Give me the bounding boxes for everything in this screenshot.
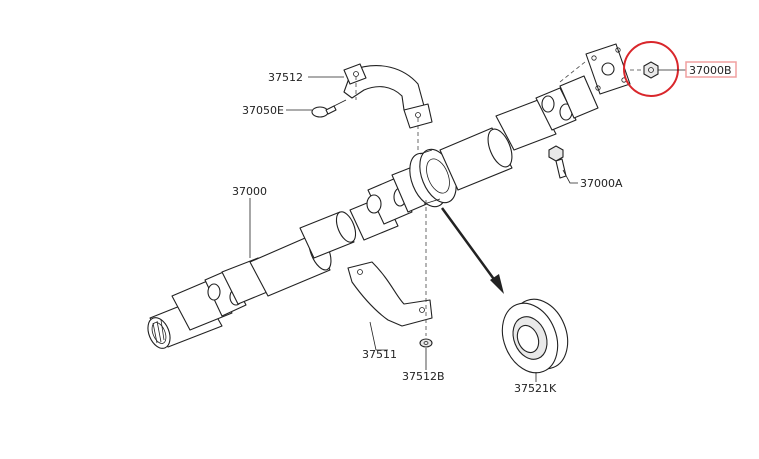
alignment-line-flange bbox=[559, 61, 586, 83]
highlight-circle bbox=[623, 41, 679, 97]
nut-37000B bbox=[643, 61, 659, 79]
leader-37000A bbox=[562, 169, 578, 184]
front-universal-joint bbox=[204, 257, 273, 317]
rear-tube bbox=[439, 99, 557, 191]
flange-plate bbox=[585, 43, 631, 95]
bolt-37000A bbox=[548, 145, 567, 179]
label-37000B-box bbox=[685, 61, 737, 78]
bearing-37521K bbox=[501, 298, 569, 374]
leader-37511 bbox=[369, 321, 388, 351]
rear-universal-joint bbox=[535, 75, 599, 131]
label-37512B: 37512B bbox=[402, 370, 445, 383]
bolt-37050E bbox=[311, 99, 347, 118]
label-37000A: 37000A bbox=[580, 177, 623, 190]
label-37511: 37511 bbox=[362, 348, 397, 361]
label-37512: 37512 bbox=[268, 71, 303, 84]
label-37050E: 37050E bbox=[242, 104, 284, 117]
upper-bracket-37512 bbox=[343, 63, 433, 129]
label-37000B: 37000B bbox=[689, 64, 732, 77]
label-37521K: 37521K bbox=[514, 382, 557, 395]
front-tube bbox=[249, 211, 357, 297]
label-37000: 37000 bbox=[232, 185, 267, 198]
direction-arrow bbox=[440, 207, 504, 294]
washer-37512B bbox=[419, 338, 433, 348]
lower-bracket-37511 bbox=[347, 261, 433, 327]
